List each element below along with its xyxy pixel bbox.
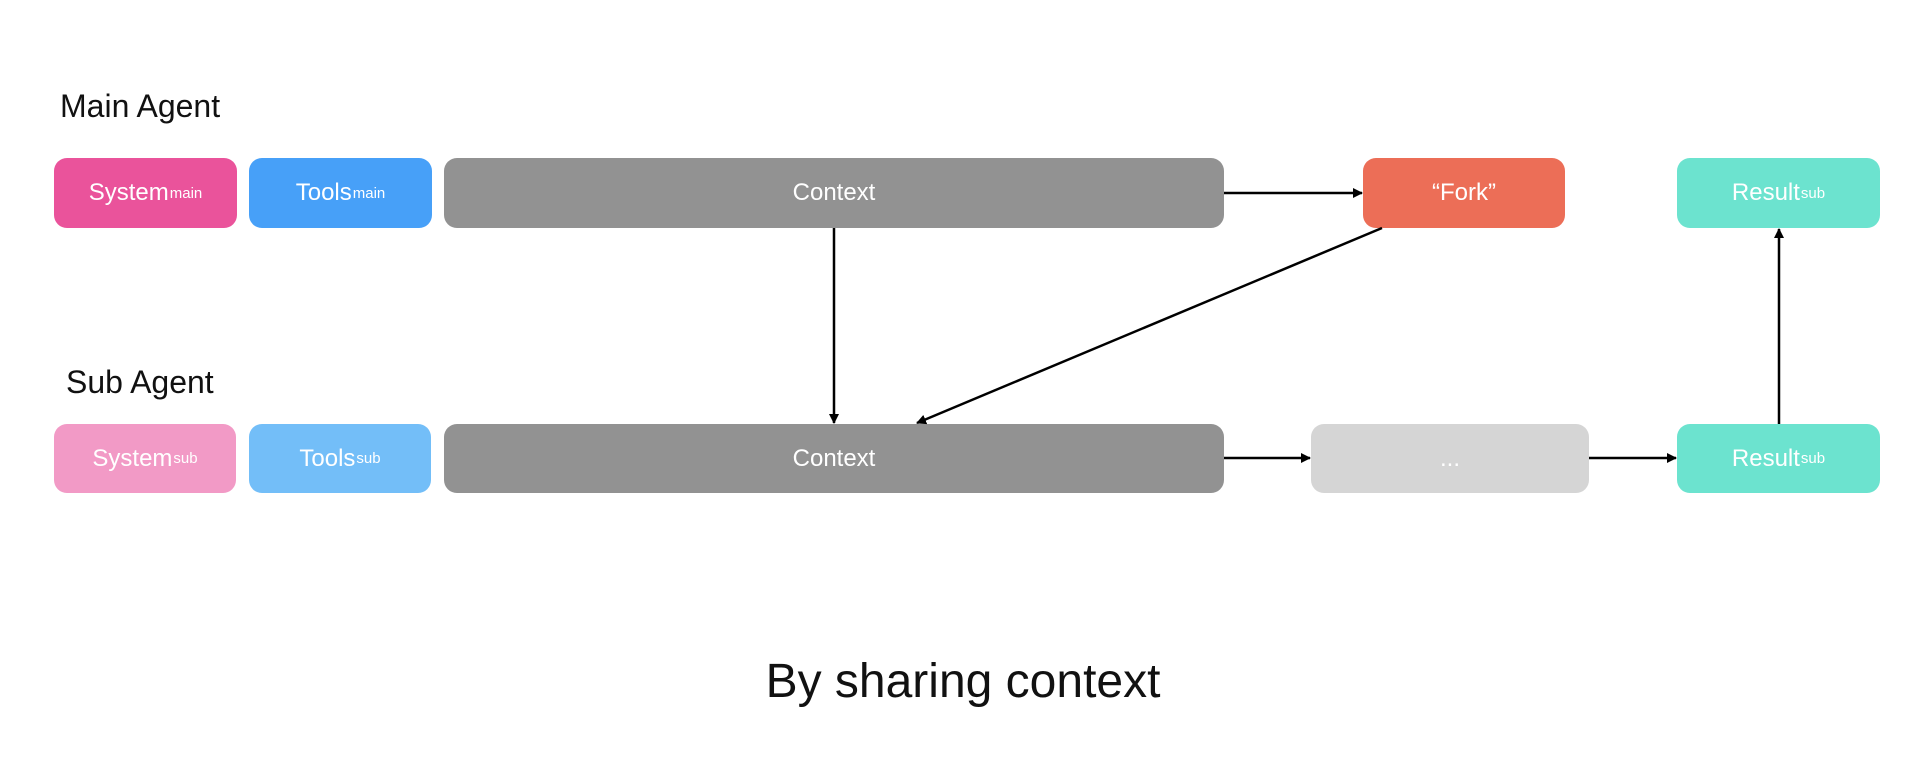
ellipsis-block: ... xyxy=(1311,424,1589,493)
diagram-caption: By sharing context xyxy=(765,655,1161,708)
result-main-subscript: sub xyxy=(1800,184,1826,202)
tools-sub-text: Tools xyxy=(299,444,356,472)
system-sub-text: System xyxy=(92,444,173,472)
system-sub-subscript: sub xyxy=(173,450,198,467)
system-main-subscript: main xyxy=(169,184,203,202)
arrow-fork-to-context-sub xyxy=(916,226,1383,425)
system-main-text: System xyxy=(88,179,169,206)
context-main-block: Context xyxy=(444,158,1224,228)
result-sub-text: Result xyxy=(1731,444,1800,472)
tools-sub-subscript: sub xyxy=(356,450,381,467)
result-sub-subscript: sub xyxy=(1800,450,1826,467)
tools-main-subscript: main xyxy=(352,184,386,202)
fork-block: “Fork” xyxy=(1363,158,1565,228)
tools-main-text: Tools xyxy=(295,179,352,206)
context-sub-block: Context xyxy=(444,424,1224,493)
sub-agent-label: Sub Agent xyxy=(66,364,214,400)
result-main-text: Result xyxy=(1731,179,1800,206)
main-agent-label: Main Agent xyxy=(60,88,221,124)
